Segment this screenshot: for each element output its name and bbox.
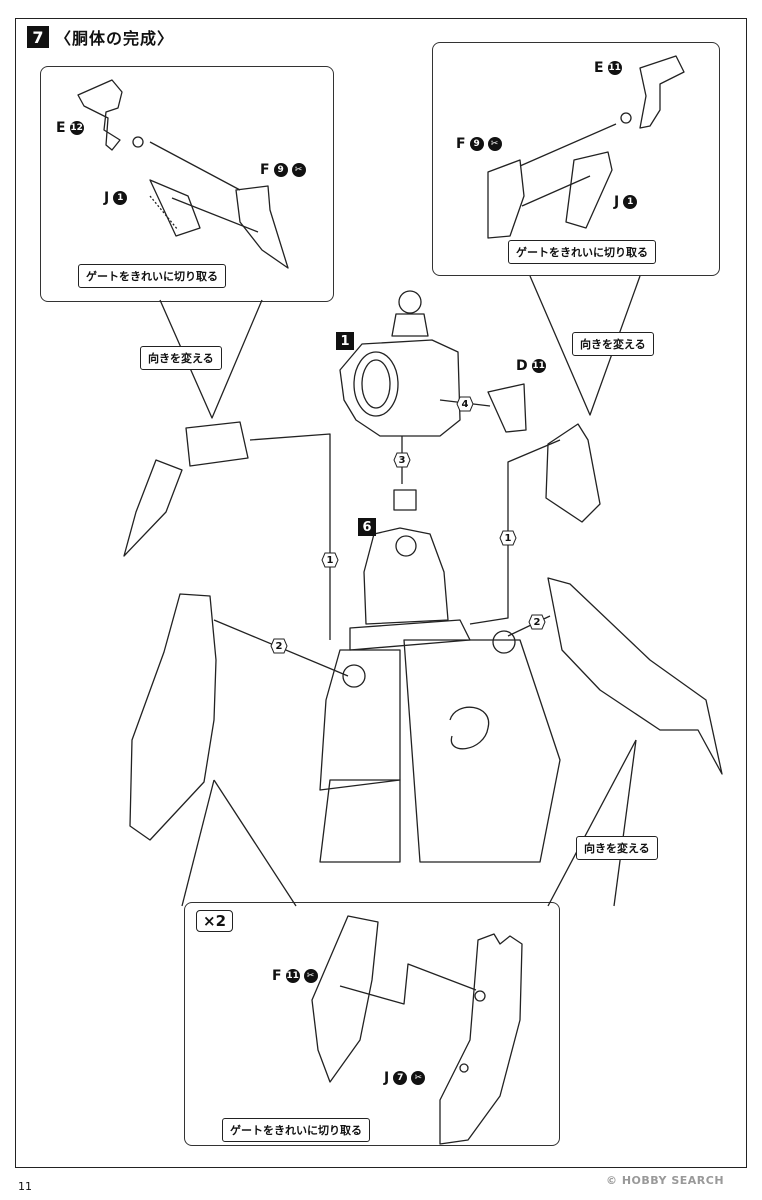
gate-cut-tag-right: ゲートをきれいに切り取る: [508, 240, 656, 264]
right-part-e11: [639, 55, 685, 129]
left-part-e12: [77, 79, 123, 151]
label-left-e: E 12: [56, 120, 84, 136]
order-marker-2-right: 2: [528, 614, 546, 630]
part-d11: [487, 383, 527, 433]
part-letter: F: [456, 136, 466, 152]
skirt-cape: [403, 639, 561, 863]
part-number: 9: [273, 163, 288, 177]
bottom-part-j7: [439, 933, 523, 1145]
bottom-callout-line-right: [547, 739, 637, 907]
gate-cut-tag-left: ゲートをきれいに切り取る: [78, 264, 226, 288]
left-callout-line: [159, 299, 263, 419]
gate-cut-tag-bottom: ゲートをきれいに切り取る: [222, 1118, 370, 1142]
upper-torso-part: [339, 339, 461, 437]
part-letter: D: [516, 358, 528, 374]
part-number: 1: [623, 195, 638, 209]
nipper-icon: ✂: [303, 969, 318, 983]
change-direction-tag-right: 向きを変える: [572, 332, 654, 356]
right-part-j1: [565, 151, 613, 229]
step-title: 〈胴体の完成〉: [55, 29, 175, 48]
step-number: 7: [27, 26, 49, 48]
label-right-f: F 9 ✂: [456, 136, 502, 152]
part-number: 12: [69, 121, 84, 135]
order-marker-3: 3: [393, 452, 411, 468]
right-skirt-armor: [547, 577, 723, 775]
skirt-front: [319, 649, 401, 791]
label-right-e: E 11: [594, 60, 622, 76]
label-center-d: D 11: [516, 358, 546, 374]
change-direction-tag-bottom: 向きを変える: [576, 836, 658, 860]
subassembly-1-badge: 1: [336, 332, 354, 350]
part-number: 11: [285, 969, 300, 983]
order-marker-number: 1: [504, 532, 512, 544]
nipper-icon: ✂: [411, 1071, 426, 1085]
order-marker-number: 4: [461, 398, 469, 410]
change-direction-tag-left: 向きを変える: [140, 346, 222, 370]
bottom-part-f11: [311, 915, 379, 1083]
order-marker-number: 2: [275, 640, 283, 652]
nipper-icon: ✂: [291, 163, 306, 177]
part-number: 11: [607, 61, 622, 75]
label-left-j: J 1: [104, 190, 128, 206]
part-number: 11: [531, 359, 546, 373]
left-shoulder-piece: [185, 421, 249, 467]
step-header: 7 〈胴体の完成〉: [27, 24, 174, 50]
label-bottom-j: J 7 ✂: [384, 1070, 426, 1086]
order-marker-4: 4: [456, 396, 474, 412]
left-skirt-armor: [129, 593, 217, 841]
label-left-f: F 9 ✂: [260, 162, 306, 178]
order-marker-1-left: 1: [321, 552, 339, 568]
part-letter: J: [614, 194, 620, 210]
part-letter: E: [56, 120, 66, 136]
instruction-frame: [15, 18, 747, 1168]
right-shoulder-piece: [545, 423, 601, 523]
watermark: © HOBBY SEARCH: [606, 1174, 725, 1187]
label-bottom-f: F 11 ✂: [272, 968, 318, 984]
order-marker-number: 3: [398, 454, 406, 466]
left-part-f9: [235, 185, 289, 269]
part-number: 7: [393, 1071, 408, 1085]
order-marker-number: 2: [533, 616, 541, 628]
part-number: 1: [113, 191, 128, 205]
part-letter: F: [260, 162, 270, 178]
part-letter: F: [272, 968, 282, 984]
right-callout-line: [529, 275, 641, 416]
page-number: 11: [18, 1180, 32, 1193]
bottom-callout-line-left: [213, 779, 297, 907]
subassembly-6-badge: 6: [358, 518, 376, 536]
part-letter: J: [384, 1070, 390, 1086]
bottom-detail-panel: [184, 902, 560, 1146]
times-two-badge: ×2: [196, 910, 234, 932]
order-marker-number: 1: [326, 554, 334, 566]
part-letter: J: [104, 190, 110, 206]
order-marker-2-left: 2: [270, 638, 288, 654]
label-right-j: J 1: [614, 194, 638, 210]
central-torso: [363, 527, 449, 625]
left-shoulder-armor: [123, 459, 183, 557]
part-letter: E: [594, 60, 604, 76]
left-part-j1: [149, 179, 201, 237]
part-number: 9: [469, 137, 484, 151]
left-detail-panel: [40, 66, 334, 302]
nipper-icon: ✂: [487, 137, 502, 151]
order-marker-1-right: 1: [499, 530, 517, 546]
right-part-f9: [487, 159, 525, 239]
